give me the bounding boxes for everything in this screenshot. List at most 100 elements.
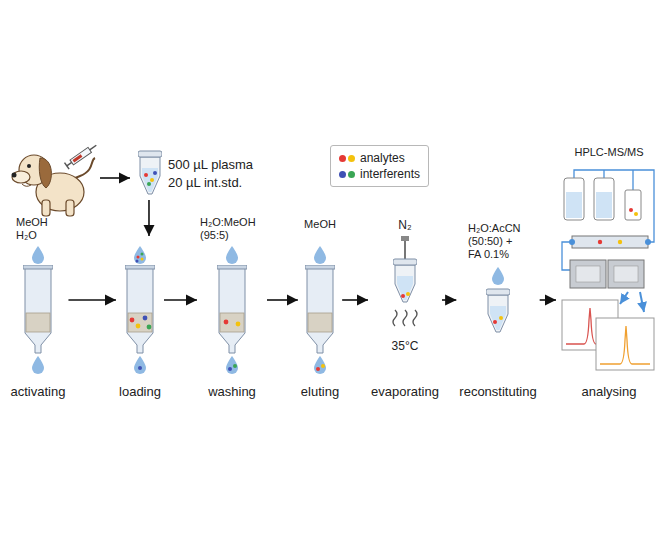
syringe [67, 162, 72, 165]
dog-illustration [66, 200, 74, 216]
spe-cartridge [316, 367, 320, 371]
evaporation-tube [393, 310, 397, 326]
hplc-ms-instrument [570, 260, 606, 288]
evaporation-tube [413, 310, 417, 326]
evaporation-tube [406, 292, 410, 296]
spe-cartridge [314, 356, 326, 374]
process-step: H₂O:AcCN (50:50) + FA 0.1% reconstituting [456, 212, 539, 402]
hplc-ms-instrument [562, 242, 570, 270]
hplc-ms-instrument [572, 236, 648, 248]
spe-cartridge [226, 356, 238, 374]
syringe [70, 147, 91, 165]
node-text: analysing [582, 384, 637, 400]
spe-cartridge [226, 246, 238, 264]
node-text: MeOH H₂O [16, 216, 60, 242]
node-text: washing [208, 384, 256, 400]
reconstitution-tube [486, 267, 510, 332]
process-step: loading [116, 236, 164, 402]
hplc-ms-instrument [632, 170, 633, 190]
process-step: MeOH eluting [298, 212, 342, 402]
dog-illustration [12, 173, 17, 178]
spe-cartridge [224, 320, 229, 325]
evaporation-tube [401, 236, 409, 241]
process-step: N₂35°Cevaporating [368, 212, 442, 402]
process-step: MeOH H₂O activating [8, 212, 69, 402]
node-text: reconstituting [459, 384, 536, 400]
hplc-ms-instrument [620, 292, 628, 304]
hplc-ms-instrument [574, 170, 654, 242]
hplc-ms-instrument [569, 239, 575, 245]
spe-cartridge [23, 265, 53, 353]
sampling-arrow [100, 177, 130, 179]
dog-illustration [12, 171, 30, 183]
dog-illustration [42, 200, 50, 216]
dog-illustration [39, 158, 51, 188]
reconstitution-tube [493, 320, 497, 324]
flow-arrow [164, 299, 197, 301]
hplc-ms-instrument [625, 190, 641, 220]
spe-cartridge [321, 364, 325, 368]
legend-swatch [339, 171, 346, 178]
legend-swatch [339, 155, 346, 162]
node-text: eluting [301, 384, 339, 400]
process-step: HPLC-MS/MS analysing [556, 142, 662, 402]
hplc-ms-instrument [618, 240, 622, 244]
hplc-ms-instrument [608, 260, 644, 288]
process-step: H₂O:MeOH (95:5) washing [197, 212, 267, 402]
dog-illustration [22, 184, 31, 186]
evaporation-tube [403, 310, 407, 326]
dog-illustration [27, 164, 31, 168]
hplc-ms-instrument [634, 212, 638, 216]
syringe [72, 154, 82, 162]
legend-entry: analytes [339, 150, 420, 166]
node-text: H₂O:MeOH (95:5) [200, 216, 264, 242]
spe-cartridge [236, 322, 241, 327]
spe-cartridge [136, 324, 141, 329]
plasma-tube [147, 182, 151, 186]
node-text: activating [11, 384, 66, 400]
sample-tube: 500 µL plasma20 µL int.std. [134, 146, 257, 200]
syringe [65, 163, 70, 170]
dog-illustration [12, 155, 96, 216]
hplc-ms-instrument [596, 318, 654, 370]
reconstitution-tube [486, 289, 510, 332]
hplc-ms-instrument [566, 192, 582, 218]
spe-cartridge [138, 366, 142, 370]
node-text: MeOH [304, 218, 336, 231]
hplc-ms-instrument [562, 170, 654, 370]
evaporation-tube [393, 259, 417, 302]
hplc-ms-instrument [598, 240, 602, 244]
reconstitution-tube [499, 316, 503, 320]
spe-cartridge [137, 256, 140, 259]
flow-arrow [148, 200, 150, 236]
hplc-ms-instrument [629, 208, 633, 212]
flow-arrow [68, 299, 116, 301]
spe-cartridge [23, 246, 53, 374]
plasma-tube [138, 151, 162, 194]
reconstitution-tube [492, 267, 504, 285]
hplc-ms-instrument [576, 266, 600, 282]
flow-arrow [342, 299, 368, 301]
node-text: H₂O:AcCN (50:50) + FA 0.1% [468, 222, 528, 262]
spe-cartridge [134, 246, 146, 264]
hplc-ms-instrument [600, 326, 650, 364]
node-text: loading [119, 384, 161, 400]
hplc-ms-instrument [645, 239, 651, 245]
plasma-tube [153, 171, 157, 175]
evaporation-tube [401, 294, 405, 298]
node-text: N₂ [398, 218, 411, 232]
spe-cartridge [125, 265, 155, 353]
spe-cartridge [147, 325, 152, 330]
flow-arrow [267, 299, 298, 301]
legend-entry: interferents [339, 166, 420, 182]
plasma-tube [150, 178, 154, 182]
syringe [65, 142, 99, 169]
spe-cartridge [217, 246, 247, 374]
node-text: HPLC-MS/MS [574, 146, 643, 159]
spe-cartridge [141, 258, 144, 261]
spe-cartridge [217, 265, 247, 353]
legend-dot [348, 155, 355, 162]
flow-arrow [540, 299, 556, 301]
